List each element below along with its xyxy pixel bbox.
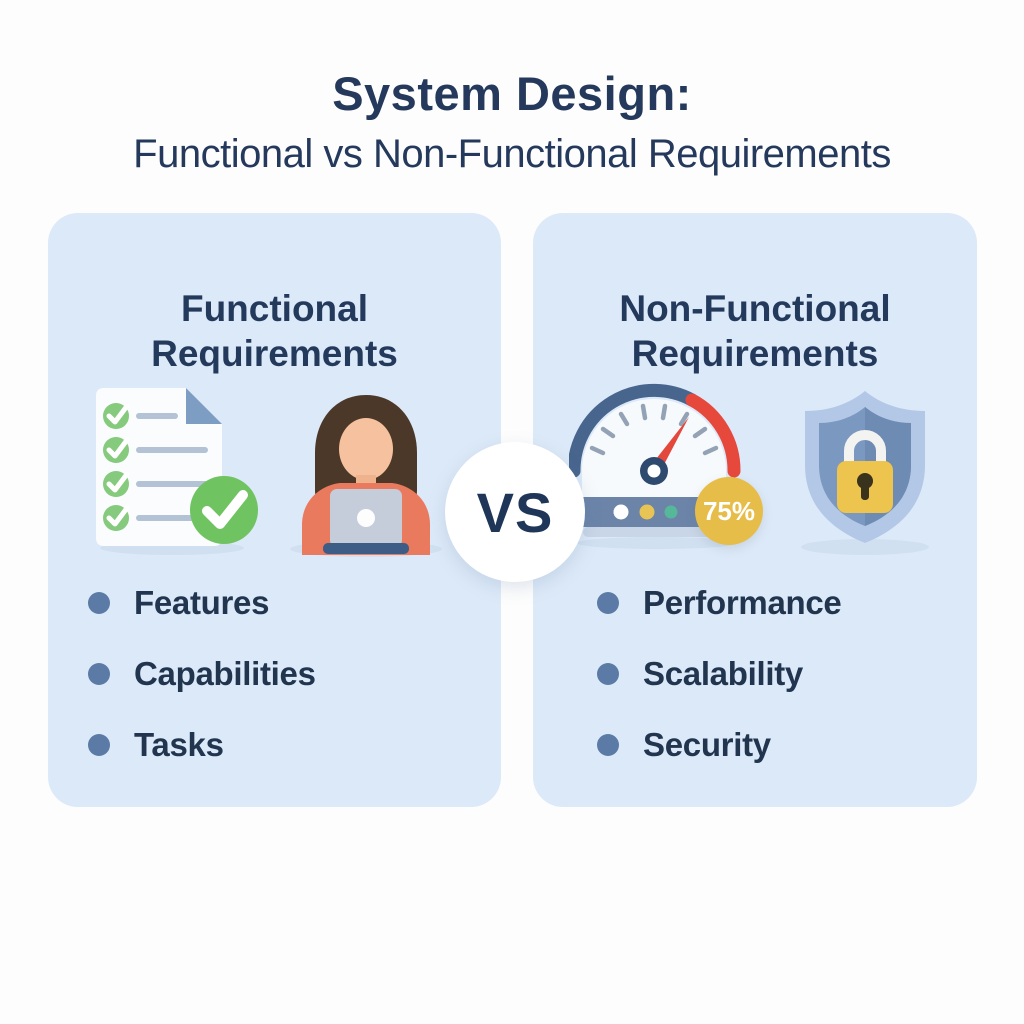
icon-shadow [577,537,737,549]
bullet-icon [597,592,619,614]
gauge-percentage-badge: 75% [695,477,763,545]
shield-lock-icon [801,391,929,555]
list-item: Security [597,721,841,769]
laptop-base [323,543,409,554]
list-item: Performance [597,579,842,627]
functional-items-list: Features Capabilities Tasks [88,579,316,792]
gauge-dot-white [613,504,629,520]
person-face [339,418,393,480]
bullet-icon [88,663,110,685]
list-item: Features [88,579,316,627]
bullet-icon [597,734,619,756]
vs-label: VS [476,480,554,544]
checklist-rows [103,403,208,531]
vs-badge: VS [445,442,585,582]
list-item-label: Performance [643,584,842,621]
page-subtitle: Functional vs Non-Functional Requirement… [133,132,891,176]
list-item: Capabilities [88,650,316,698]
speedometer-gauge-icon [569,383,741,549]
nonfunctional-heading: Non-Functional Requirements [619,288,891,375]
lock-keyhole-stem [861,483,869,500]
bullet-icon [88,734,110,756]
list-item-label: Scalability [643,655,803,692]
list-item-label: Security [643,726,771,763]
functional-heading: Functional Requirements [151,288,398,375]
big-check-mark [202,490,248,529]
nonfunctional-requirements-panel: Non-Functional Requirements [533,213,977,807]
gauge-dot-teal [664,505,678,519]
list-item: Tasks [88,721,316,769]
gauge-red-zone [685,393,741,478]
gauge-face [582,399,726,497]
list-item: Scalability [597,650,841,698]
list-item-label: Features [134,584,270,621]
gauge-rim [569,383,699,478]
bullet-icon [597,663,619,685]
lock-shackle [844,430,886,468]
big-check-circle [190,476,258,544]
list-item-label: Tasks [134,726,224,763]
nonfunctional-items-list: Performance Scalability Security [597,579,842,792]
gauge-percentage-value: 75% [702,495,756,526]
gauge-base [583,527,731,537]
person-laptop-icon [290,395,442,557]
gauge-hub-center [647,464,661,478]
lock-keyhole [857,473,873,489]
functional-requirements-panel: Functional Requirements [48,213,501,807]
icon-shadow [801,539,929,555]
list-item-label: Capabilities [134,655,316,692]
gauge-ticks [589,403,719,456]
bullet-icon [88,592,110,614]
checklist-document-icon [96,388,258,555]
document-fold-corner [186,388,222,424]
laptop-logo [357,509,375,527]
gauge-dot-gold [639,504,655,520]
person-fringe [319,403,413,445]
page-title: System Design: [332,67,692,120]
